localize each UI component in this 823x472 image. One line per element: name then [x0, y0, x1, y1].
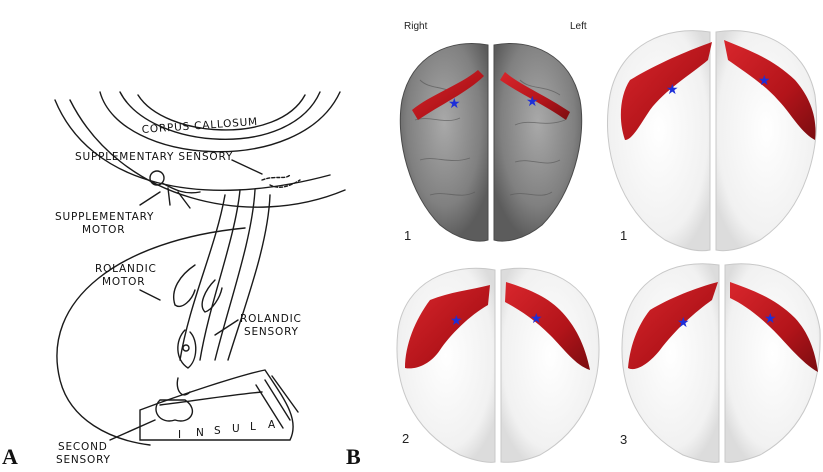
brain-view-2-glass [397, 268, 599, 462]
homunculus-arm [174, 265, 195, 306]
label-corpus-callosum: CORPUS CALLOSUM [141, 116, 258, 136]
label-rolandic-motor-line2: MOTOR [102, 276, 145, 288]
star-marker: ★ [677, 314, 690, 330]
brain-view-1-surface [400, 43, 581, 241]
arrow-rolandic-sensory [215, 320, 238, 335]
arrow-supp-motor [140, 192, 160, 205]
panel-label-b: B [346, 444, 361, 470]
arrow-second-sensory [110, 420, 155, 440]
side-label-right: Right [404, 21, 428, 32]
insula-hatch-1 [265, 380, 290, 420]
label-second-sensory-line1: SECOND [58, 441, 108, 453]
insula-hatch-2 [272, 376, 298, 412]
star-marker: ★ [666, 81, 679, 97]
star-marker: ★ [526, 93, 539, 109]
star-marker: ★ [450, 312, 463, 328]
brain-view-1-glass [607, 31, 816, 251]
insula-letter: I [178, 429, 182, 441]
homunculus-hand [202, 280, 222, 312]
arrow-rolandic-motor [140, 290, 160, 300]
insula-letter: U [232, 423, 241, 435]
homunculus-eye [183, 345, 189, 351]
star-marker: ★ [758, 72, 771, 88]
label-supplementary-motor-line1: SUPPLEMENTARY [55, 211, 154, 223]
view-number: 3 [620, 432, 627, 447]
view-number: 1 [620, 228, 627, 243]
label-insula: I N S U L A [178, 419, 276, 441]
side-label-left: Left [570, 21, 587, 32]
star-marker: ★ [764, 310, 777, 326]
panel-a-labels: CORPUS CALLOSUM SUPPLEMENTARY SENSORY SU… [55, 116, 302, 466]
central-sulcus-band-3 [180, 195, 225, 360]
label-supplementary-motor-line2: MOTOR [82, 224, 125, 236]
view-number: 1 [404, 228, 411, 243]
label-second-sensory-line2: SENSORY [56, 454, 111, 466]
label-rolandic-motor-line1: ROLANDIC [95, 263, 157, 275]
insula-letter: N [196, 427, 205, 439]
hemisphere-outline [57, 228, 245, 445]
insula-letter: A [268, 419, 276, 431]
star-marker: ★ [530, 310, 543, 326]
insula-edge [160, 392, 262, 405]
label-rolandic-sensory-line1: ROLANDIC [240, 313, 302, 325]
star-marker: ★ [448, 95, 461, 111]
label-supplementary-sensory: SUPPLEMENTARY SENSORY [75, 151, 233, 163]
panel-label-a: A [2, 444, 18, 470]
homunculus-face [178, 330, 196, 368]
insula-letter: S [214, 425, 221, 437]
brain-view-3-glass [622, 264, 820, 463]
insula-letter: L [250, 421, 257, 433]
arrow-supp-sensory [232, 160, 262, 174]
brain-hemisphere-left [494, 43, 582, 241]
label-rolandic-sensory-line2: SENSORY [244, 326, 299, 338]
view-number: 2 [402, 431, 409, 446]
